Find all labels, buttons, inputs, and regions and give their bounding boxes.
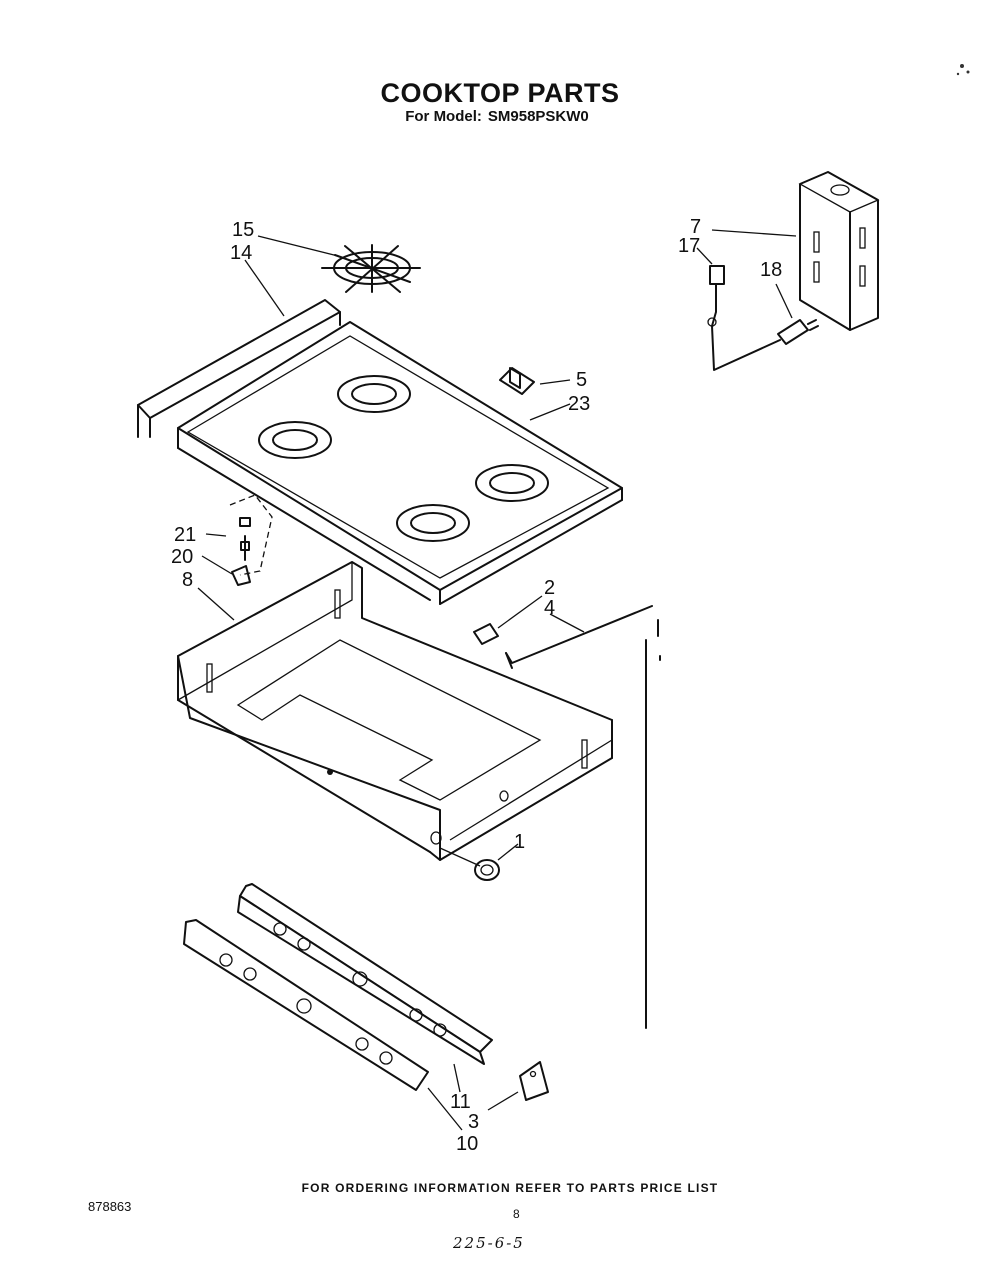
cooktop-clip <box>499 367 535 395</box>
handwritten-note: 225-6-5 <box>453 1234 525 1252</box>
model-number: SM958PSKW0 <box>487 108 589 125</box>
power-plug <box>777 319 819 345</box>
vertical-rod <box>645 619 661 1029</box>
model-subtitle: For Model: SM958PSKW0 <box>0 108 1000 125</box>
callout-23: 23 <box>568 393 590 415</box>
spring-clip <box>473 623 499 645</box>
burner-opening-rear-left <box>258 421 332 459</box>
leader-lines <box>197 229 797 1131</box>
cooktop-panel <box>177 321 623 605</box>
side-bracket <box>519 1061 549 1101</box>
page-number: 8 <box>513 1207 520 1221</box>
ordering-note: FOR ORDERING INFORMATION REFER TO PARTS … <box>301 1181 719 1195</box>
burner-grate <box>321 244 421 293</box>
manifold <box>237 883 493 1065</box>
callout-1: 1 <box>514 831 525 853</box>
front-panel <box>183 919 429 1091</box>
callout-17: 17 <box>678 235 700 257</box>
document-number: 878863 <box>88 1199 132 1214</box>
burner-opening-front-right <box>475 464 549 502</box>
callout-21: 21 <box>174 524 196 546</box>
fastener-group <box>229 494 273 586</box>
callout-7: 7 <box>690 216 701 238</box>
page-title: COOKTOP PARTS <box>380 78 620 108</box>
callout-2: 2 <box>544 577 555 599</box>
scan-speck <box>956 64 970 76</box>
switch-with-wire <box>707 265 781 371</box>
burner-opening-front-left <box>396 504 470 542</box>
callout-11: 11 <box>450 1091 471 1113</box>
backguard-bracket <box>798 171 880 331</box>
knob <box>474 859 500 881</box>
burner-box <box>177 561 613 861</box>
model-label: For Model: <box>405 108 482 125</box>
callout-18: 18 <box>760 259 782 281</box>
callout-4: 4 <box>544 597 555 619</box>
callout-14: 14 <box>230 242 252 264</box>
callout-8: 8 <box>182 569 193 591</box>
callout-5: 5 <box>576 369 587 391</box>
rear-trim-strip <box>137 299 341 438</box>
callout-10: 10 <box>456 1133 478 1155</box>
burner-opening-rear-right <box>337 375 411 413</box>
callout-20: 20 <box>171 546 193 568</box>
callout-3: 3 <box>468 1111 479 1133</box>
support-rod <box>505 605 653 669</box>
callout-15: 15 <box>232 219 254 241</box>
